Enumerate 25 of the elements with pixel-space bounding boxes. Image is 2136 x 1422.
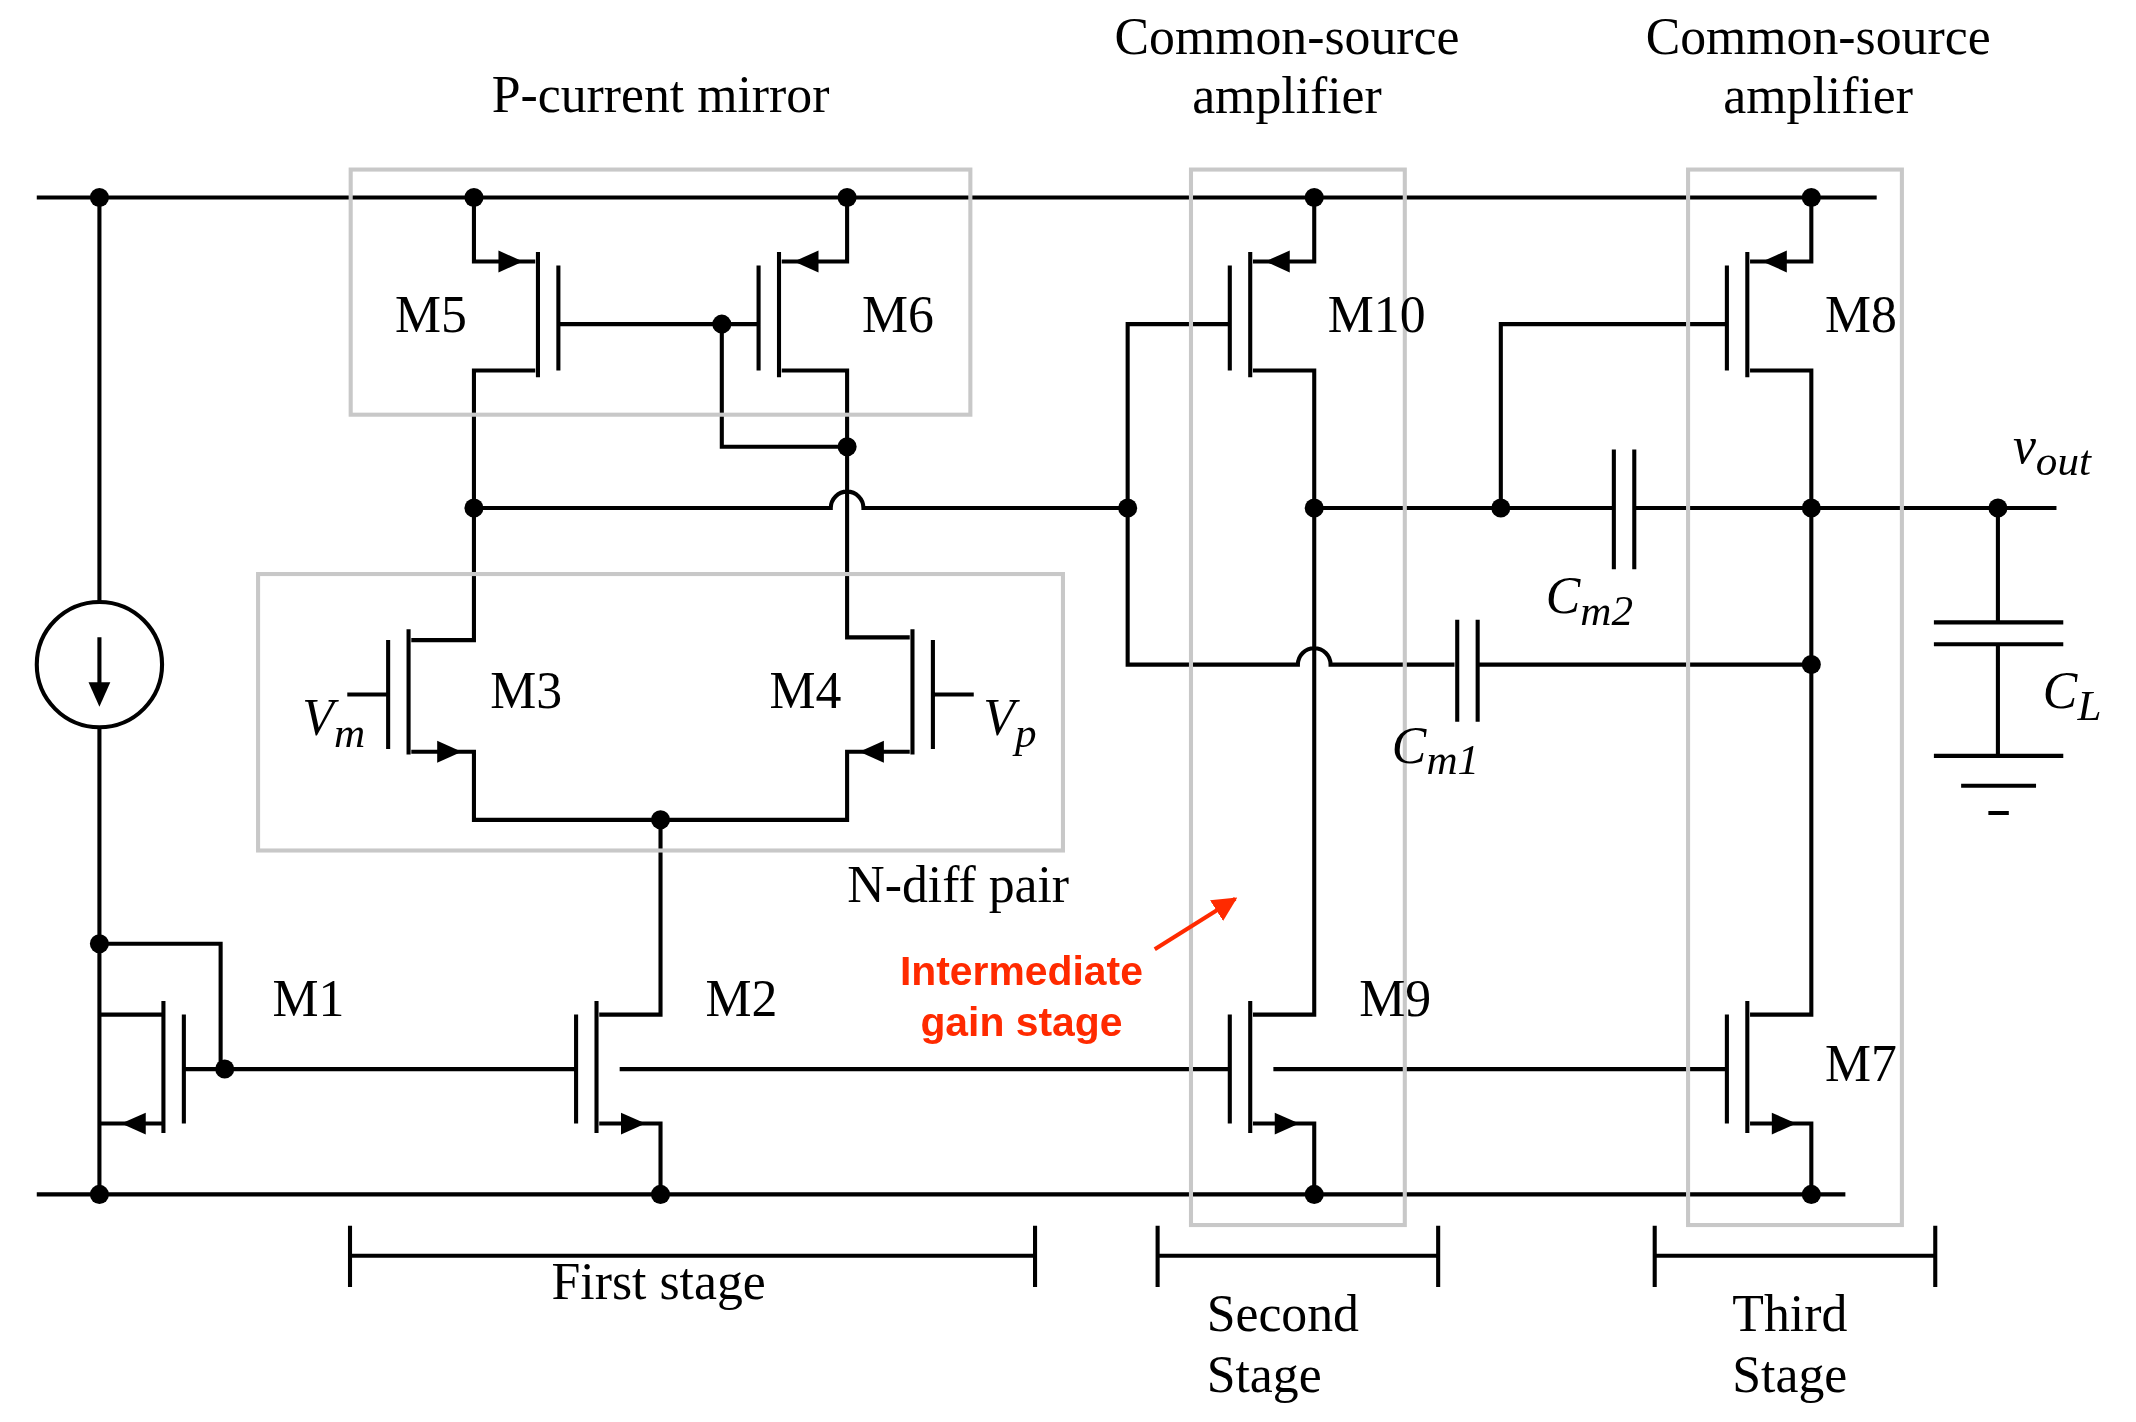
stage-label: Second Stage <box>1206 1283 1360 1405</box>
leader-arrow <box>1153 897 1238 951</box>
component-label: V$_{p}$ <box>983 691 1037 755</box>
component-label: M6 <box>862 288 934 341</box>
component-label: M7 <box>1824 1037 1897 1090</box>
component-label: C$_{m2}$ <box>1545 569 1633 633</box>
component-label: M5 <box>394 288 467 341</box>
component-label: C$_{m1}$ <box>1391 719 1480 783</box>
component-label: M10 <box>1327 288 1426 341</box>
component-label: V$_{m}$ <box>302 691 366 755</box>
component-label: M3 <box>490 664 563 717</box>
stage-label: First stage <box>551 1255 766 1308</box>
group-heading: Common-source amplifier <box>1644 8 1992 126</box>
group-heading: N-diff pair <box>846 855 1070 914</box>
group-heading: P-current mirror <box>490 65 831 124</box>
group-heading: Common-source amplifier <box>1113 8 1461 126</box>
stage-label: Third Stage <box>1732 1283 1849 1405</box>
component-label: C$_{L}$ <box>2042 664 2102 728</box>
component-label: v$_{out}$ <box>2012 419 2091 483</box>
component-label: M8 <box>1824 288 1897 341</box>
component-label: M2 <box>705 972 778 1025</box>
callout-text: Intermediate gain stage <box>898 946 1144 1047</box>
component-label: M9 <box>1359 972 1432 1025</box>
component-label: M1 <box>272 972 345 1025</box>
component-label: M4 <box>769 664 842 717</box>
